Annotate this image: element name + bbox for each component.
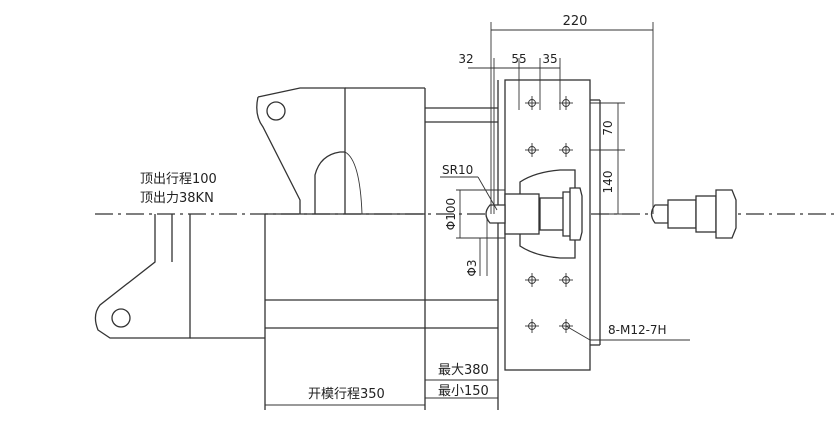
dim-overall: 220 [563, 14, 588, 29]
upper-toggle-link [256, 87, 426, 215]
dimension-lines [265, 22, 690, 406]
dim-phi100: Φ100 [444, 198, 458, 230]
nozzle-assembly [485, 169, 583, 259]
upper-pin-icon [266, 101, 286, 121]
mounting-hole-icon [525, 96, 573, 333]
dim-32: 32 [458, 52, 473, 66]
opening-stroke-label: 开模行程350 [308, 387, 385, 402]
ejector-stroke-label: 顶出行程100 [140, 172, 217, 187]
dim-sr10: SR10 [442, 163, 473, 177]
lower-toggle-link [94, 214, 266, 339]
dim-35: 35 [542, 52, 557, 66]
dim-phi3: Φ3 [465, 259, 479, 276]
max-mold-label: 最大380 [438, 363, 489, 378]
dim-140: 140 [601, 171, 615, 194]
injection-nozzle [650, 189, 737, 239]
dim-thread: 8-M12-7H [608, 323, 667, 337]
min-mold-label: 最小150 [438, 384, 489, 399]
lower-pin-icon [111, 308, 131, 328]
moving-platen [264, 80, 499, 410]
dim-70: 70 [601, 120, 615, 135]
annotation-labels: 顶出行程100 顶出力38KN 最大380 最小150 开模行程350 [140, 172, 489, 402]
dim-55: 55 [511, 52, 526, 66]
dimension-labels: 220 32 55 35 70 140 SR10 Φ100 Φ3 8-M12-7… [442, 14, 667, 337]
ejector-force-label: 顶出力38KN [140, 191, 214, 206]
